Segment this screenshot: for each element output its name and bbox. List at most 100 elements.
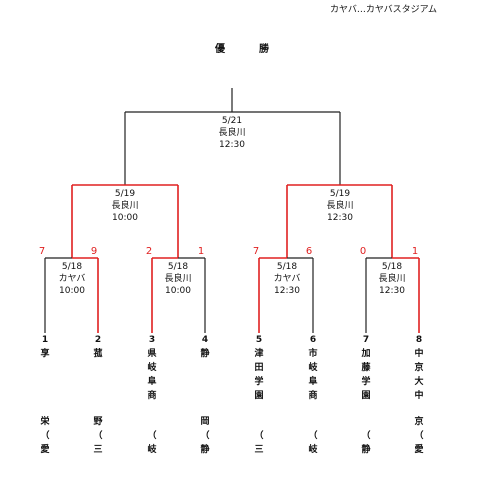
quarterfinal-4-date: 5/18 (381, 262, 403, 272)
semifinal-1-date: 5/19 (114, 189, 136, 199)
team-3-name-char: 県 (147, 349, 157, 359)
team-2-name-char: 菰 (93, 349, 103, 359)
team-2-number: 2 (94, 335, 102, 345)
quarterfinal-2-venue: 長良川 (164, 274, 192, 284)
team-3-number: 3 (148, 335, 156, 345)
team-3-pref-char (145, 415, 159, 429)
team-7-name-char: 藤 (361, 363, 371, 373)
team-6-number: 6 (309, 335, 317, 345)
final-match-info: 5/21 長良川 12:30 (197, 115, 267, 151)
team-3-name-char: 阜 (147, 377, 157, 387)
team-4: 4 静 岡 （ 静 (198, 333, 212, 457)
team-8-name-char: 大 (414, 377, 424, 387)
qf1-score-left: 7 (38, 246, 46, 257)
team-1-pref-char: （ (40, 431, 50, 441)
team-4-pref-char: 岡 (200, 417, 210, 427)
qf4-score-left: 0 (359, 246, 367, 257)
qf2-score-right: 1 (197, 246, 205, 257)
team-5-name-char: 津 (254, 349, 264, 359)
team-8-number: 8 (415, 335, 423, 345)
team-5-name-char: 学 (254, 377, 264, 387)
team-8-pref-char: 愛 (414, 445, 424, 455)
team-6-name-char: 市 (308, 349, 318, 359)
qf2-score-left: 2 (145, 246, 153, 257)
team-4-number: 4 (201, 335, 209, 345)
team-5-number: 5 (255, 335, 263, 345)
team-7: 7 加 藤 学 園 （ 静 (359, 333, 373, 457)
final-date: 5/21 (221, 116, 243, 126)
team-5-pref-char: （ (254, 431, 264, 441)
semifinal-2-time: 12:30 (327, 213, 353, 223)
semifinal-2-venue: 長良川 (326, 201, 354, 211)
quarterfinal-3-date: 5/18 (276, 262, 298, 272)
team-2-pref-char: 三 (93, 445, 103, 455)
team-3-name-char: 岐 (147, 363, 157, 373)
semifinal-1-time: 10:00 (112, 213, 138, 223)
team-1-pref-char: 栄 (40, 417, 50, 427)
team-1-name-char (38, 389, 52, 403)
semifinal-1-venue: 長良川 (111, 201, 139, 211)
team-7-name-char: 学 (361, 377, 371, 387)
team-1-pref-char: 愛 (40, 445, 50, 455)
quarterfinal-4-info: 5/18 長良川 12:30 (357, 261, 427, 297)
team-7-name-char: 園 (361, 391, 371, 401)
final-time: 12:30 (219, 140, 245, 150)
team-2-pref-char: （ (93, 431, 103, 441)
quarterfinal-2-info: 5/18 長良川 10:00 (143, 261, 213, 297)
semifinal-1-info: 5/19 長良川 10:00 (90, 188, 160, 224)
team-1-name-char (38, 361, 52, 375)
team-5: 5 津 田 学 園 （ 三 (252, 333, 266, 457)
team-6-pref-char: （ (308, 431, 318, 441)
quarterfinal-3-time: 12:30 (274, 286, 300, 296)
team-8-name-char: 京 (414, 363, 424, 373)
quarterfinal-3-info: 5/18 カヤバ 12:30 (252, 261, 322, 297)
team-3-name-char: 商 (147, 391, 157, 401)
team-8-pref-char: （ (414, 431, 424, 441)
team-7-name-char: 加 (361, 349, 371, 359)
quarterfinal-2-date: 5/18 (167, 262, 189, 272)
quarterfinal-1-time: 10:00 (59, 286, 85, 296)
quarterfinal-2-time: 10:00 (165, 286, 191, 296)
team-8-name-char: 中 (414, 391, 424, 401)
team-4-name-char (198, 389, 212, 403)
team-1: 1 享 栄 （ 愛 (38, 333, 52, 457)
quarterfinal-3-venue: カヤバ (273, 274, 301, 284)
team-8-name-char: 中 (414, 349, 424, 359)
team-6-pref-char (306, 415, 320, 429)
team-2: 2 菰 野 （ 三 (91, 333, 105, 457)
team-1-name-char (38, 375, 52, 389)
final-venue: 長良川 (218, 128, 246, 138)
team-6: 6 市 岐 阜 商 （ 岐 (306, 333, 320, 457)
team-4-pref-char: 静 (200, 445, 210, 455)
team-1-number: 1 (41, 335, 49, 345)
team-8: 8 中 京 大 中 京 （ 愛 (412, 333, 426, 457)
team-7-pref-char: 静 (361, 445, 371, 455)
semifinal-2-info: 5/19 長良川 12:30 (305, 188, 375, 224)
qf4-score-right: 1 (411, 246, 419, 257)
team-3-pref-char: （ (147, 431, 157, 441)
quarterfinal-1-info: 5/18 カヤバ 10:00 (37, 261, 107, 297)
team-4-name-char (198, 375, 212, 389)
team-4-name-char: 静 (200, 349, 210, 359)
team-5-pref-char (252, 415, 266, 429)
qf1-score-right: 9 (90, 246, 98, 257)
semifinal-2-date: 5/19 (329, 189, 351, 199)
qf3-score-left: 7 (252, 246, 260, 257)
team-2-name-char (91, 389, 105, 403)
team-4-pref-char: （ (200, 431, 210, 441)
quarterfinal-1-venue: カヤバ (58, 274, 86, 284)
team-7-number: 7 (362, 335, 370, 345)
team-6-pref-char: 岐 (308, 445, 318, 455)
team-6-name-char: 岐 (308, 363, 318, 373)
team-5-name-char: 田 (254, 363, 264, 373)
team-5-pref-char: 三 (254, 445, 264, 455)
team-4-name-char (198, 361, 212, 375)
team-7-pref-char: （ (361, 431, 371, 441)
team-8-pref-char: 京 (414, 417, 424, 427)
quarterfinal-4-venue: 長良川 (378, 274, 406, 284)
team-7-pref-char (359, 415, 373, 429)
team-3: 3 県 岐 阜 商 （ 岐 (145, 333, 159, 457)
quarterfinal-1-date: 5/18 (61, 262, 83, 272)
venue-legend: カヤバ…カヤバスタジアム (330, 5, 438, 15)
